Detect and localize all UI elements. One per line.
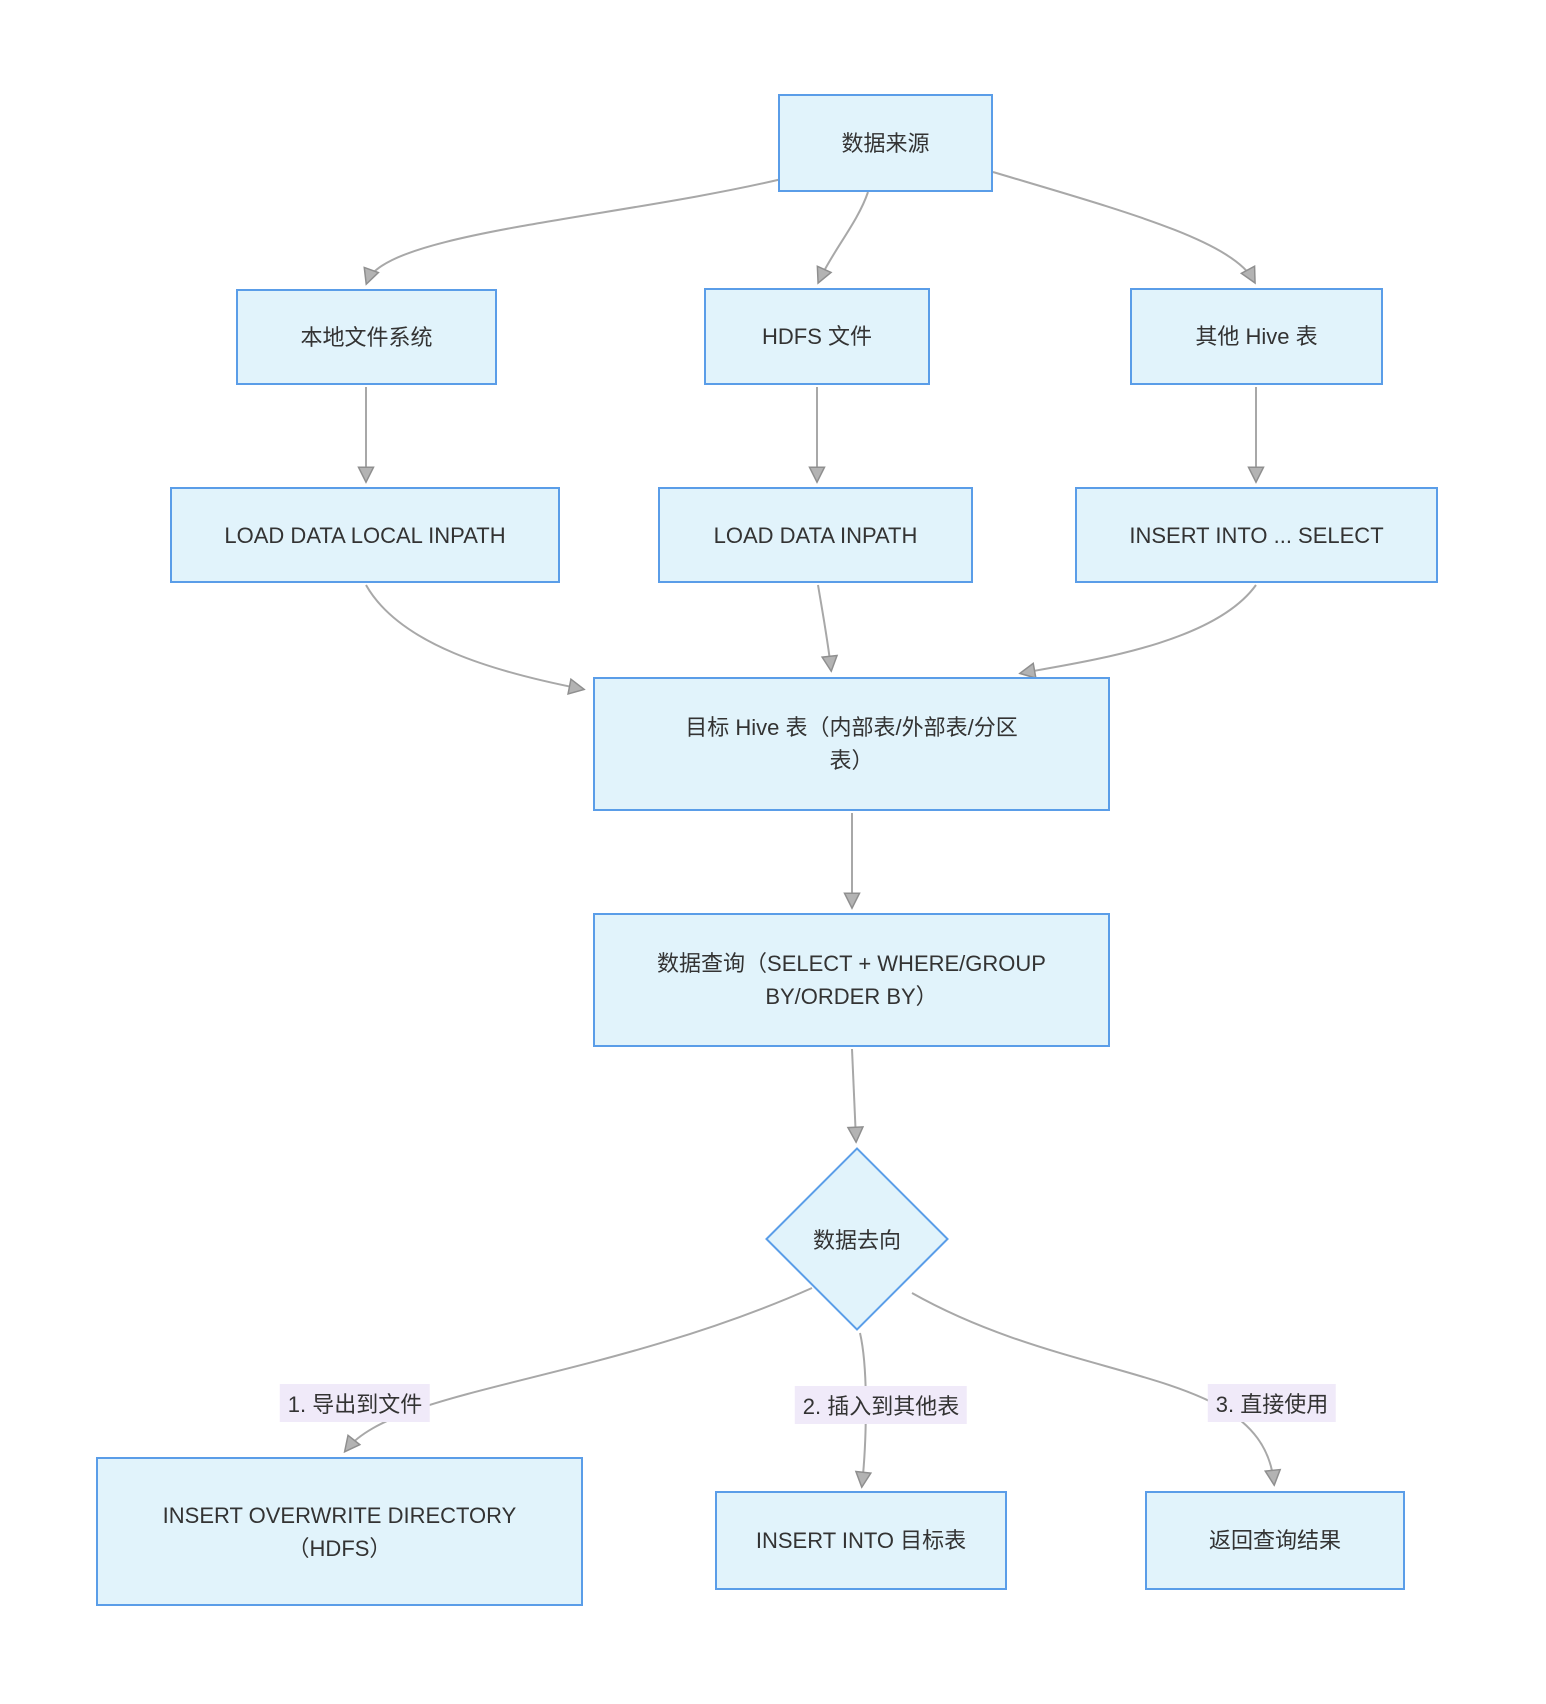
node-insert-into-select: INSERT INTO ... SELECT bbox=[1075, 487, 1438, 583]
node-data-query: 数据查询（SELECT + WHERE/GROUP BY/ORDER BY） bbox=[593, 913, 1110, 1047]
edge-loadlocal-to-target bbox=[365, 584, 582, 689]
edge-insertselect-to-target bbox=[1022, 584, 1257, 673]
node-load-data-inpath: LOAD DATA INPATH bbox=[658, 487, 973, 583]
edge-source-to-otherhive bbox=[992, 171, 1254, 281]
node-data-source: 数据来源 bbox=[778, 94, 993, 192]
node-insert-into-target-table: INSERT INTO 目标表 bbox=[715, 1491, 1007, 1590]
node-return-query-result: 返回查询结果 bbox=[1145, 1491, 1405, 1590]
edge-loadinpath-to-target bbox=[817, 584, 831, 669]
edge-source-to-localfs bbox=[367, 177, 787, 282]
edge-label-export-to-file: 1. 导出到文件 bbox=[279, 1384, 431, 1422]
edge-source-to-hdfs bbox=[819, 191, 869, 281]
edge-label-direct-use: 3. 直接使用 bbox=[1207, 1384, 1337, 1422]
node-other-hive-table: 其他 Hive 表 bbox=[1130, 288, 1383, 385]
edge-label-insert-other-table: 2. 插入到其他表 bbox=[794, 1386, 968, 1424]
edge-decision-to-returnresult bbox=[911, 1292, 1274, 1483]
node-load-data-local-inpath: LOAD DATA LOCAL INPATH bbox=[170, 487, 560, 583]
node-local-file-system: 本地文件系统 bbox=[236, 289, 497, 385]
node-insert-overwrite-directory: INSERT OVERWRITE DIRECTORY （HDFS） bbox=[96, 1457, 583, 1606]
edge-decision-to-exportdir bbox=[346, 1287, 813, 1450]
edge-query-to-decision bbox=[852, 1048, 856, 1140]
node-hdfs-file: HDFS 文件 bbox=[704, 288, 930, 385]
decision-data-destination: 数据去向 bbox=[812, 1228, 901, 1253]
node-target-hive-table: 目标 Hive 表（内部表/外部表/分区 表） bbox=[593, 677, 1110, 811]
